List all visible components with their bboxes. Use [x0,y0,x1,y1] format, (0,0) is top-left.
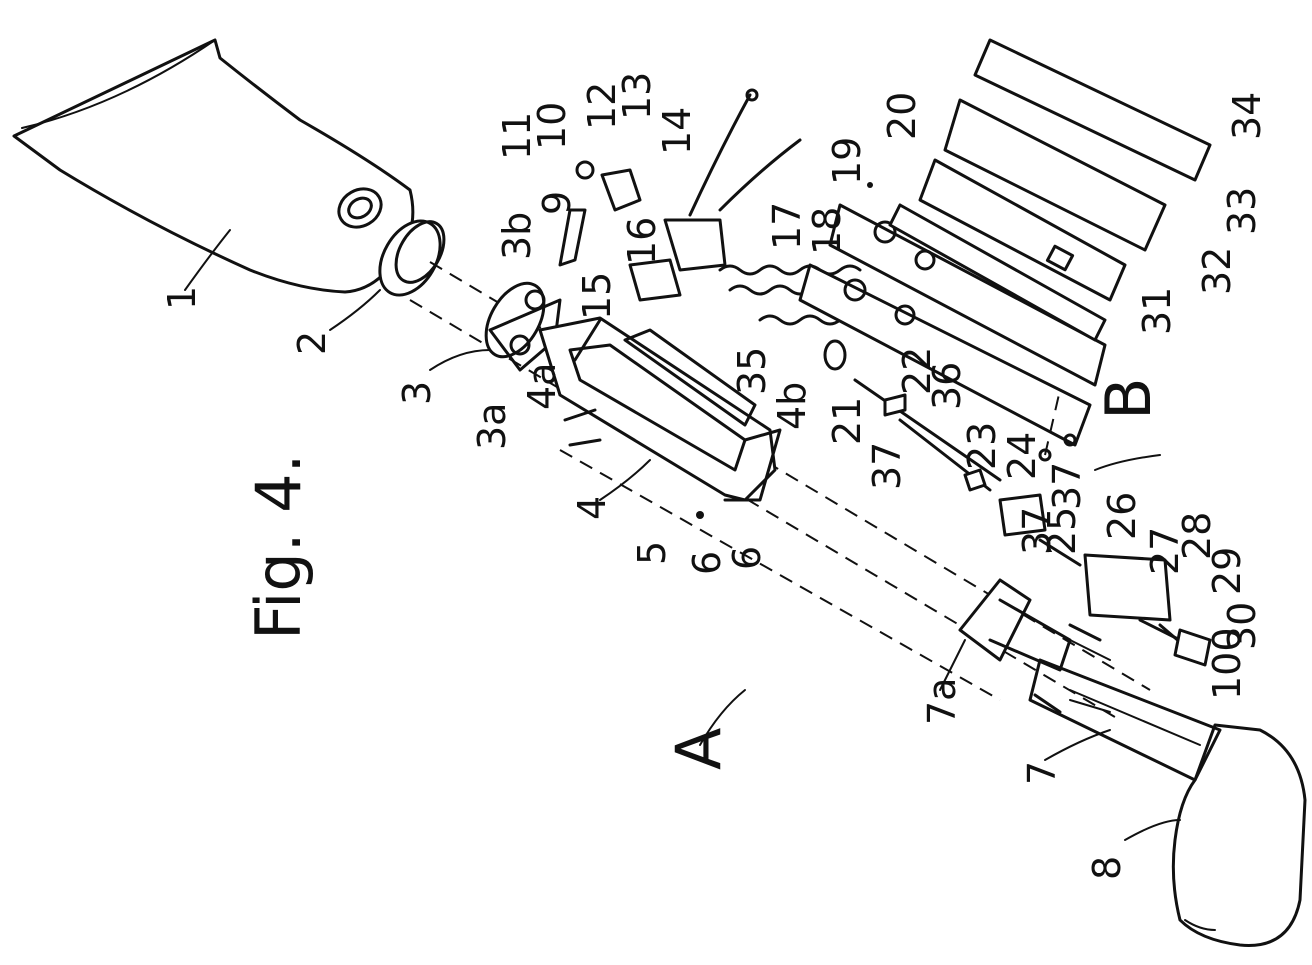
part-label-21: 21 [825,397,869,445]
assembly-label-b: B [1092,377,1165,420]
assembly-label-a: A [662,728,735,770]
part-label-36: 36 [925,362,969,410]
assembly-axis-line-3 [560,450,1000,700]
part-label-29: 29 [1205,547,1249,595]
part-label-20: 20 [880,92,924,140]
foot [1173,725,1305,945]
part-label-3: 3 [395,381,439,405]
part-label-31: 31 [1135,287,1179,335]
thigh-socket [14,40,413,292]
figure-title: Fig. 4. [242,454,315,640]
part-label-37c: 37 [1015,507,1059,555]
part-label-26: 26 [1100,492,1144,540]
part-label-5: 5 [630,541,674,565]
part-label-35: 35 [730,347,774,395]
part-label-6b: 6 [725,546,769,570]
part-label-4: 4 [570,496,614,520]
part-label-19: 19 [825,137,869,185]
part-label-6a: 6 [685,551,729,575]
part-label-4b: 4b [770,382,814,430]
part-label-2: 2 [290,331,334,355]
part-label-3a: 3a [470,403,514,450]
part-label-1: 1 [160,286,204,310]
part-label-9: 9 [535,191,579,215]
part-label-17: 17 [765,202,809,250]
part-label-7a: 7a [920,678,964,725]
part-label-37b: 37 [1045,462,1089,510]
part-label-3b: 3b [495,212,539,260]
part-label-23: 23 [960,422,1004,470]
adapter-ring [367,210,453,305]
part-label-24: 24 [1000,432,1044,480]
part-label-8: 8 [1085,856,1129,880]
part-label-14: 14 [655,107,699,155]
part-label-4a: 4a [520,363,564,410]
part-label-33: 33 [1220,187,1264,235]
part-label-15: 15 [575,272,619,320]
part-label-32: 32 [1195,247,1239,295]
part-label-37a: 37 [865,442,909,490]
part-label-34: 34 [1225,92,1269,140]
part-label-16: 16 [620,217,664,265]
part-label-18: 18 [805,207,849,255]
part-label-7: 7 [1020,761,1064,785]
part-label-13: 13 [615,72,659,120]
part-label-100: 100 [1205,627,1249,700]
part-label-11: 11 [495,112,539,160]
knee-frame [540,318,780,500]
